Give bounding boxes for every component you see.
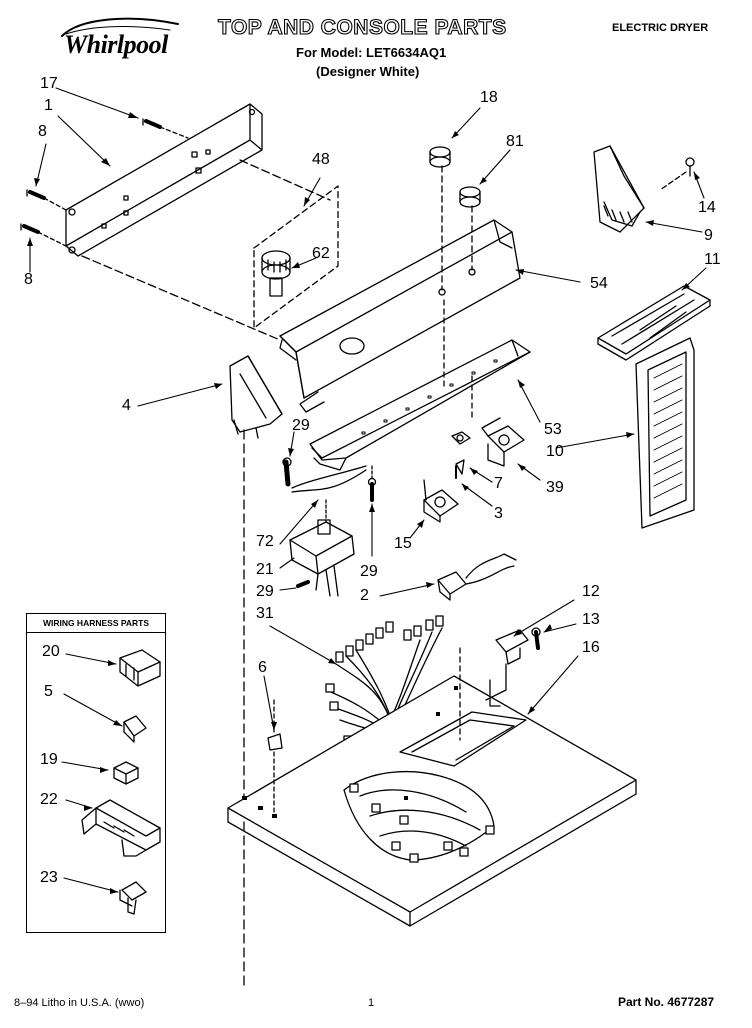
callout-7: 7 <box>494 475 503 492</box>
callout-31: 31 <box>256 605 274 622</box>
callout-17: 17 <box>40 75 58 92</box>
callout-62: 62 <box>312 245 330 262</box>
brand-logo-text: Whirlpool <box>64 30 168 59</box>
page-number: 1 <box>368 997 375 1009</box>
part-number: Part No. 4677287 <box>618 995 715 1009</box>
callout-54: 54 <box>590 275 608 292</box>
callout-13: 13 <box>582 611 600 628</box>
callout-16: 16 <box>582 639 600 656</box>
callout-18: 18 <box>480 89 498 106</box>
callout-2: 2 <box>360 587 369 604</box>
callout-22: 22 <box>40 791 58 808</box>
callout-3: 3 <box>494 505 503 522</box>
callout-23: 23 <box>40 869 58 886</box>
print-info: 8–94 Litho in U.S.A. (wwo) <box>14 997 145 1009</box>
callout-53: 53 <box>544 421 562 438</box>
callout-29a: 29 <box>292 417 310 434</box>
wiring-harness-title: WIRING HARNESS PARTS <box>27 614 165 633</box>
callout-5: 5 <box>44 683 53 700</box>
appliance-type: ELECTRIC DRYER <box>612 22 709 34</box>
callout-8: 8 <box>38 123 47 140</box>
callout-15: 15 <box>394 535 412 552</box>
callout-10: 10 <box>546 443 564 460</box>
callout-29c: 29 <box>256 583 274 600</box>
page-title: TOP AND CONSOLE PARTS <box>217 15 507 39</box>
wiring-harness-parts-box: WIRING HARNESS PARTS <box>26 613 166 933</box>
callout-21: 21 <box>256 561 274 578</box>
callout-19: 19 <box>40 751 58 768</box>
brand-logo: Whirlpool <box>50 14 190 70</box>
callout-8b: 8 <box>24 271 33 288</box>
callout-11: 11 <box>704 251 721 268</box>
callout-81: 81 <box>506 133 524 150</box>
model-number: For Model: LET6634AQ1 <box>296 45 447 60</box>
callout-9: 9 <box>704 227 713 244</box>
callout-39: 39 <box>546 479 564 496</box>
callout-4: 4 <box>122 397 131 414</box>
callout-12: 12 <box>582 583 600 600</box>
callout-48: 48 <box>312 151 330 168</box>
callout-1: 1 <box>44 97 53 114</box>
callout-14: 14 <box>698 199 716 216</box>
callout-20: 20 <box>42 643 60 660</box>
callout-72: 72 <box>256 533 274 550</box>
model-color: (Designer White) <box>316 64 420 79</box>
callout-29b: 29 <box>360 563 378 580</box>
callout-6: 6 <box>258 659 267 676</box>
